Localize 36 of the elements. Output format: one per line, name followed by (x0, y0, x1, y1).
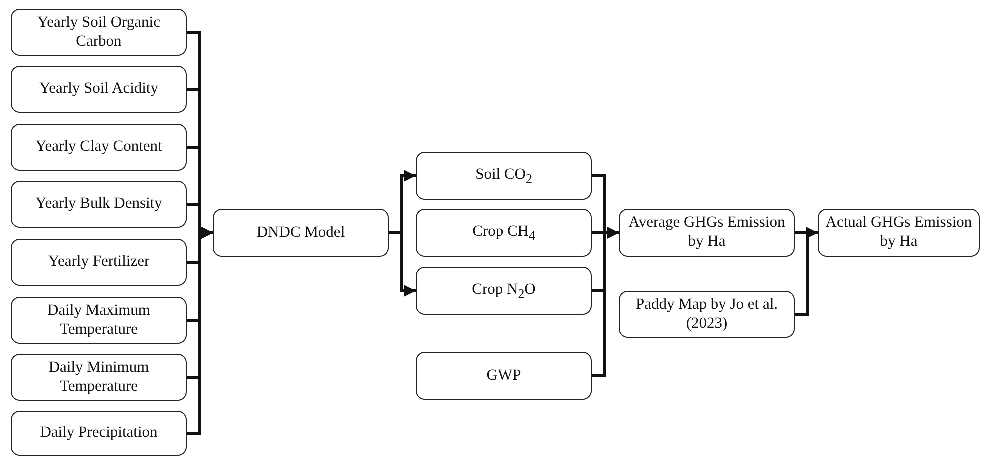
box-label: Actual GHGs Emission by Ha (825, 214, 973, 252)
process-box (416, 209, 592, 257)
box-label: Crop N$_{2}$O (472, 280, 536, 302)
process-box (11, 9, 187, 56)
box-label: Yearly Bulk Density (36, 195, 162, 214)
process-box (11, 411, 187, 456)
process-box (619, 209, 795, 257)
box-label: Soil CO$_{2}$ (476, 166, 532, 186)
box-label: Yearly Fertilizer (48, 253, 150, 272)
process-box (11, 66, 187, 113)
process-box (11, 354, 187, 401)
box-label: Crop CH$_{4}$ (472, 222, 536, 244)
process-box (11, 124, 187, 171)
process-box (416, 267, 592, 315)
process-box (11, 181, 187, 228)
box-label: GWP (486, 366, 522, 386)
box-label: Yearly Clay Content (36, 138, 162, 157)
box-label: DNDC Model (256, 224, 346, 242)
process-box (213, 209, 389, 257)
connector-arrow (592, 227, 619, 378)
box-label: Daily Maximum Temperature (46, 302, 152, 340)
process-box (818, 209, 980, 257)
process-box (416, 152, 592, 200)
connector-arrow (795, 227, 818, 316)
connector-arrow (389, 232, 416, 297)
process-box (11, 239, 187, 286)
process-box (619, 291, 795, 338)
box-label: Daily Precipitation (40, 424, 158, 443)
process-box (11, 297, 187, 344)
box-label: Yearly Soil Organic Carbon (36, 14, 162, 52)
process-box (416, 352, 592, 400)
box-label: Yearly Soil Acidity (40, 80, 158, 99)
box-label: Daily Minimum Temperature (48, 358, 150, 396)
box-label: Average GHGs Emission by Ha (628, 214, 786, 252)
box-label: Paddy Map by Jo et al. (2023) (634, 296, 780, 334)
connector-arrow (187, 227, 213, 435)
